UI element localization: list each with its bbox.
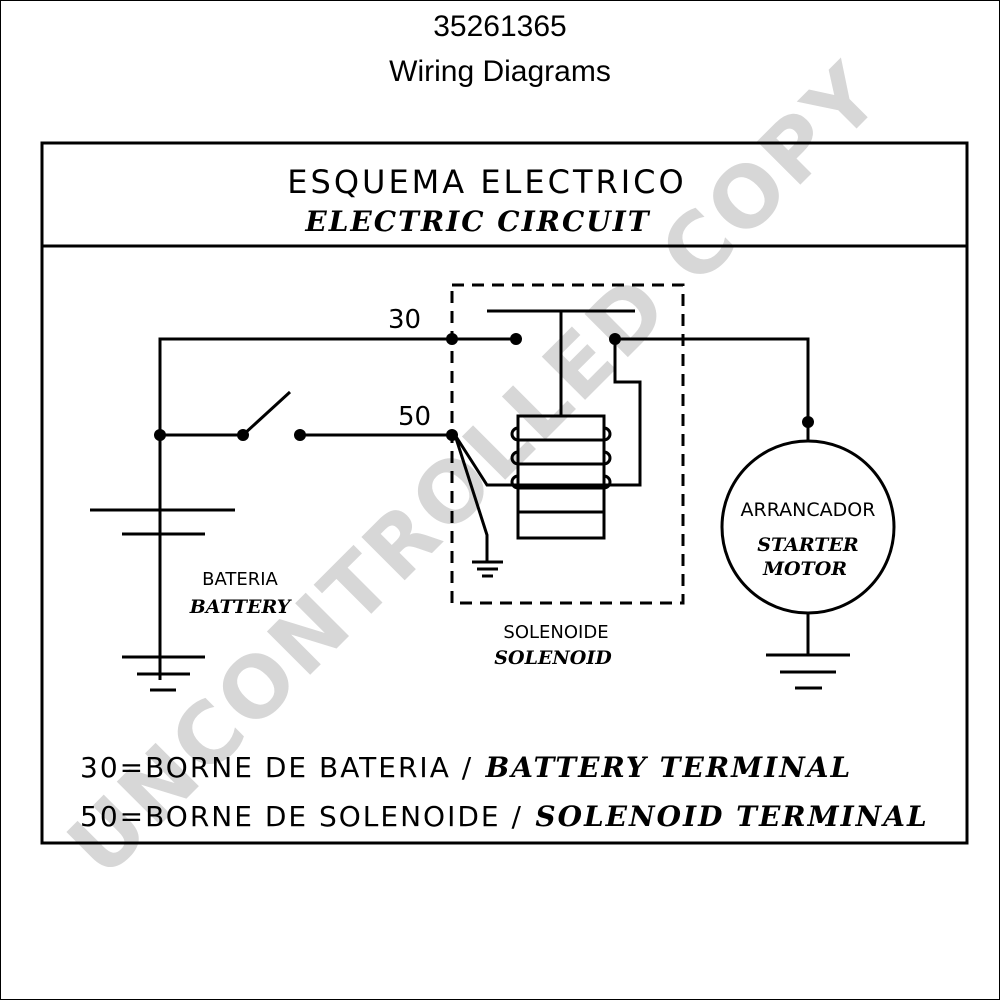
coil-windings — [510, 426, 612, 490]
circuit-wires — [90, 309, 896, 692]
panel-title-en: ELECTRIC CIRCUIT — [304, 205, 650, 238]
junction-dots — [154, 333, 814, 441]
legend-line-2-es: 50=BORNE DE SOLENOIDE / — [80, 800, 523, 833]
terminal-50-label: 50 — [398, 402, 431, 432]
battery-label-es: BATERIA — [202, 569, 278, 590]
legend-line-2-en: SOLENOID TERMINAL — [535, 800, 928, 833]
legend-line-2: 50=BORNE DE SOLENOIDE / SOLENOID TERMINA… — [80, 800, 929, 833]
starter-label-es: ARRANCADOR — [741, 499, 876, 521]
starter-label-en-1: STARTER — [757, 534, 858, 556]
battery-label-en: BATTERY — [189, 596, 293, 618]
document-title: Wiring Diagrams — [389, 55, 611, 88]
terminal-30-label: 30 — [388, 305, 421, 335]
legend-line-1: 30=BORNE DE BATERIA / BATTERY TERMINAL — [80, 751, 852, 784]
legend-line-1-en: BATTERY TERMINAL — [485, 751, 853, 784]
switch-blade — [241, 390, 292, 437]
wire-battery-positive — [158, 337, 516, 680]
document-number: 35261365 — [433, 10, 567, 43]
coil-lead-pull-in — [453, 339, 642, 487]
coil-lead-ground — [453, 434, 489, 562]
wire-to-starter — [615, 337, 810, 440]
starter-motor-circle — [720, 439, 896, 615]
solenoid-outline — [450, 283, 685, 605]
legend-line-1-es: 30=BORNE DE BATERIA / — [80, 751, 473, 784]
diagram-frame — [40, 141, 969, 845]
solenoid-label-es: SOLENOIDE — [503, 622, 608, 643]
panel-title-es: ESQUEMA ELECTRICO — [287, 163, 686, 201]
solenoid-label-en: SOLENOID — [494, 647, 612, 669]
starter-label-en-2: MOTOR — [762, 558, 847, 580]
